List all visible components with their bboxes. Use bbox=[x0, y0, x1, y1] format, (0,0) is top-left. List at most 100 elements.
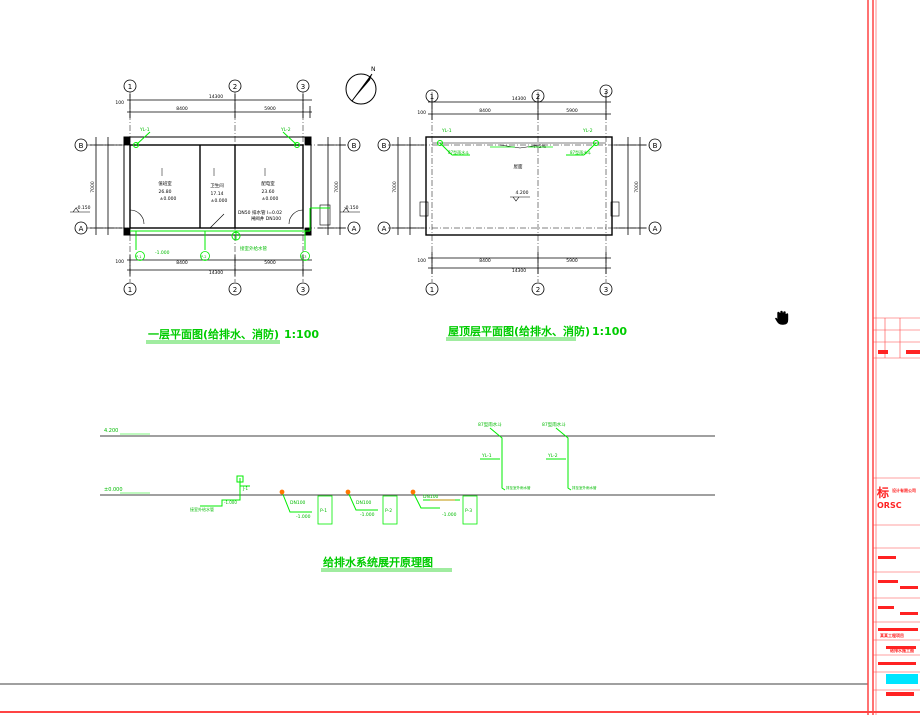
p2-riser-label-2: YL-2 bbox=[582, 128, 593, 134]
system-diagram: 4.200 ±0.000 87型雨水斗 87型雨水斗 YL-1 YL-2 排至室… bbox=[100, 421, 715, 572]
p1-note-pipe: DN50 排水管 I=0.02 bbox=[238, 209, 282, 216]
sys-rain-labels: 87型雨水斗 87型雨水斗 YL-1 YL-2 排至室外雨水管 排至室外雨水管 bbox=[478, 421, 597, 490]
p1-drain-tag-1: P-1 bbox=[136, 255, 142, 259]
p1-axis-A-left: A bbox=[79, 225, 84, 233]
p1-room-tags bbox=[161, 168, 266, 176]
company-big: 标 bbox=[876, 485, 889, 500]
p1-axis-3-top: 3 bbox=[301, 83, 305, 91]
plan2-title: 屋顶层平面图(给排水、消防) bbox=[448, 324, 590, 338]
p1-axis-2-bottom: 2 bbox=[233, 286, 237, 294]
p1-axis-2-top: 2 bbox=[233, 83, 237, 91]
plan2-axis-bubbles: 1 2 3 1 2 3 B A B A bbox=[377, 84, 662, 296]
p1-axis-A-right: A bbox=[352, 225, 357, 233]
p1-dim-total-top: 14300 bbox=[209, 94, 223, 100]
plan2-scale: 1:100 bbox=[592, 325, 627, 338]
hand-cursor-icon bbox=[774, 310, 789, 326]
company-name: 设计有限公司 bbox=[892, 487, 916, 493]
sys-level-mid: ±0.000 bbox=[104, 487, 123, 493]
p1-axis-B-right: B bbox=[352, 142, 357, 150]
sys-riser-out-2: 排至室外雨水管 bbox=[572, 485, 597, 490]
p2-axis-3-bottom: 3 bbox=[604, 286, 608, 294]
plan-roof bbox=[388, 92, 650, 282]
p2-dim-depth-left: 7000 bbox=[392, 181, 398, 193]
project-name: 某某工程项目 bbox=[880, 632, 904, 638]
p2-axis-B-left: B bbox=[382, 142, 387, 150]
p2-dim-depth-right: 7000 bbox=[634, 181, 640, 193]
p2-dim-total-bottom: 14300 bbox=[512, 268, 526, 274]
p1-axis-1-top: 1 bbox=[128, 83, 132, 91]
plan2-labels: YL-1 YL-2 87型雨水斗 87型雨水斗 bbox=[441, 128, 593, 155]
p2-drain-label-2: 87型雨水斗 bbox=[570, 149, 591, 155]
sys-supply-note: 接室外给水管 bbox=[190, 506, 214, 512]
title-block bbox=[873, 317, 920, 691]
plan1-rooms: 值班室 26.80 ±0.000 卫生间 17.14 ±0.000 配电室 23… bbox=[158, 180, 282, 222]
sys-drain-tag-2: DN100 bbox=[356, 500, 372, 506]
sys-riser-tag-1: 87型雨水斗 bbox=[478, 421, 502, 428]
p1-dim-depth-right: 7000 bbox=[334, 181, 340, 193]
p1-note-valve: 闸阀井 DN100 bbox=[251, 215, 281, 222]
sys-level-top: 4.200 bbox=[104, 428, 118, 434]
plan-title-underlines bbox=[146, 337, 576, 344]
sys-riser-tag-2: 87型雨水斗 bbox=[542, 421, 566, 428]
p1-supply-note: 接室外给水管 bbox=[240, 245, 267, 252]
p1-riser-label-2: YL-2 bbox=[280, 127, 291, 133]
p2-dim-edge-top: 100 bbox=[417, 110, 426, 116]
p1-dim-bay2-top: 5900 bbox=[264, 106, 276, 112]
p1-dim-bay1-bottom: 8400 bbox=[176, 260, 188, 266]
drawing-name: 给排水施工图 bbox=[889, 647, 914, 653]
p1-drain-tag-3: P-3 bbox=[301, 255, 307, 259]
p1-room2-level: ±0.000 bbox=[211, 198, 228, 204]
p2-riser-label-1: YL-1 bbox=[441, 128, 452, 134]
p2-axis-A-right: A bbox=[653, 225, 658, 233]
north-arrow: N bbox=[345, 66, 377, 105]
sys-riser-1: YL-1 bbox=[481, 453, 492, 459]
plan1-piping bbox=[130, 131, 330, 250]
sys-drain-labels: P-1 P-2 P-3 -1.000 -1.000 -1.000 DN100 D… bbox=[290, 494, 472, 520]
p1-dim-edge-bottom: 100 bbox=[115, 259, 124, 265]
plan1-title: 一层平面图(给排水、消防) bbox=[148, 327, 279, 341]
title-block-highlight bbox=[886, 674, 918, 684]
p2-dim-bay2-top: 5900 bbox=[566, 108, 578, 114]
sys-drain-tag-3: DN100 bbox=[423, 494, 439, 500]
plan2-dimensions: 14300 8400 5900 100 8400 5900 14300 100 … bbox=[392, 96, 640, 274]
p2-dim-bay2-bottom: 5900 bbox=[566, 258, 578, 264]
system-title: 给排水系统展开原理图 bbox=[323, 555, 433, 569]
p2-axis-A-left: A bbox=[382, 225, 387, 233]
p1-room2-name: 卫生间 bbox=[210, 182, 224, 189]
plan1-dimensions: 14300 8400 5900 100 8400 5900 14300 100 … bbox=[76, 94, 359, 276]
title-block-fills bbox=[878, 350, 920, 696]
plan-first-floor bbox=[86, 92, 350, 282]
p1-dim-bay2-bottom: 5900 bbox=[264, 260, 276, 266]
title-block-text: 标 ORSC 设计有限公司 某某工程项目 给排水施工图 bbox=[876, 485, 916, 653]
p1-room3-level: ±0.000 bbox=[262, 196, 279, 202]
p2-roof-level: 4.200 bbox=[516, 190, 529, 196]
p1-room3-name: 配电室 bbox=[261, 180, 275, 187]
p1-room3-area: 23.60 bbox=[262, 189, 275, 195]
p2-drain-label-1: 87型雨水斗 bbox=[448, 149, 469, 155]
p1-axis-3-bottom: 3 bbox=[301, 286, 305, 294]
sys-supply bbox=[200, 475, 250, 507]
sys-supply-tag: J-1 bbox=[242, 486, 248, 491]
p2-dim-bay1-top: 8400 bbox=[479, 108, 491, 114]
p1-room1-name: 值班室 bbox=[158, 180, 172, 187]
sys-drain-level-2: -1.000 bbox=[360, 512, 375, 518]
sys-riser-out-1: 排至室外雨水管 bbox=[506, 485, 531, 490]
sys-rain-risers bbox=[480, 427, 572, 491]
sys-drain-3: P-3 bbox=[465, 508, 472, 514]
p1-level-marks bbox=[70, 207, 360, 213]
sys-drain-fixtures bbox=[279, 489, 455, 501]
sys-drain-level-1: -1.000 bbox=[296, 514, 311, 520]
p1-supply-level: -1.000 bbox=[155, 250, 170, 256]
p2-axis-1-top: 1 bbox=[430, 93, 434, 101]
p2-axis-1-bottom: 1 bbox=[430, 286, 434, 294]
p2-axis-2-bottom: 2 bbox=[536, 286, 540, 294]
p1-drain-tag-2: P-2 bbox=[201, 255, 207, 259]
plan2-piping bbox=[437, 140, 599, 156]
p2-dim-bay1-bottom: 8400 bbox=[479, 258, 491, 264]
p2-level-mark bbox=[510, 196, 530, 202]
sys-supply-labels: J-1 接室外给水管 -1.000 bbox=[190, 486, 248, 512]
plan1-axis-bubbles: 1 2 3 1 2 3 B A B A bbox=[74, 79, 361, 296]
p1-room1-area: 26.80 bbox=[159, 189, 172, 195]
